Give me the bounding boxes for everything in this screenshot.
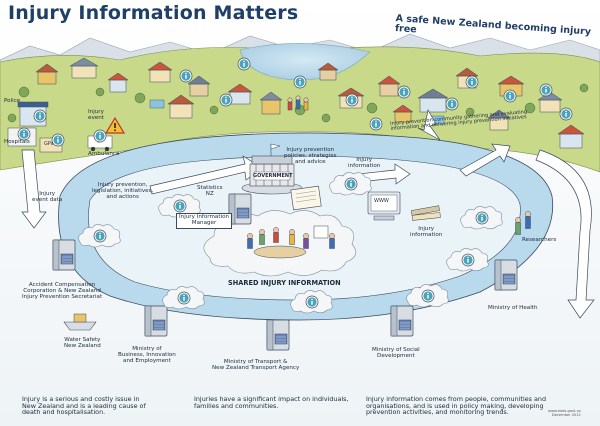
policy-documents-icon: [291, 186, 322, 210]
label-prevention-legislation: Injury prevention, legislation, initiati…: [92, 183, 153, 201]
label-mbie: Ministry of Business, Innovation and Emp…: [118, 347, 176, 365]
footer-middle: Injuries have a significant impact on in…: [194, 396, 349, 409]
server-social: [391, 306, 413, 336]
page-title: Injury Information Matters: [8, 4, 298, 24]
pool: [150, 100, 164, 108]
server-health: [495, 260, 517, 290]
server-mbie: [145, 306, 167, 336]
label-www: WWW: [374, 199, 389, 204]
footer-left: Injury is a serious and costly issue in …: [22, 396, 146, 416]
label-injury-information-manager: Injury Information Manager: [176, 213, 232, 229]
label-researchers: Researchers: [522, 238, 556, 244]
label-health: Ministry of Health: [488, 306, 538, 312]
label-social: Ministry of Social Development: [372, 348, 420, 360]
label-gps: GPs: [44, 142, 53, 147]
server-statistics: [229, 194, 251, 224]
footer-right: Injury information comes from people, co…: [366, 396, 546, 416]
label-injury-event-data: Injury event data: [32, 192, 62, 204]
label-transport: Ministry of Transport & New Zealand Tran…: [212, 360, 299, 372]
label-shared-injury-information: SHARED INJURY INFORMATION: [228, 280, 341, 287]
label-statistics-nz: Statistics NZ: [197, 186, 223, 198]
server-acc: [53, 240, 75, 270]
footer-credit: www.stats.govt.nz December 2012: [548, 410, 581, 418]
label-injury-event: Injury event: [88, 110, 104, 122]
people-group: [288, 96, 308, 110]
label-acc: Accident Compensation Corporation & New …: [22, 283, 102, 301]
label-police: Police: [4, 99, 20, 105]
label-water-safety: Water Safety New Zealand: [64, 338, 101, 350]
label-hospitals: Hospitals: [4, 140, 30, 146]
server-transport: [267, 320, 289, 350]
label-government: GOVERNMENT: [253, 174, 293, 179]
label-injury-information-top: Injury information: [348, 158, 380, 170]
label-injury-information-right: Injury information: [410, 227, 442, 239]
label-policies: Injury prevention policies, strategies a…: [284, 148, 337, 166]
label-ambulance: Ambulance: [88, 152, 119, 158]
